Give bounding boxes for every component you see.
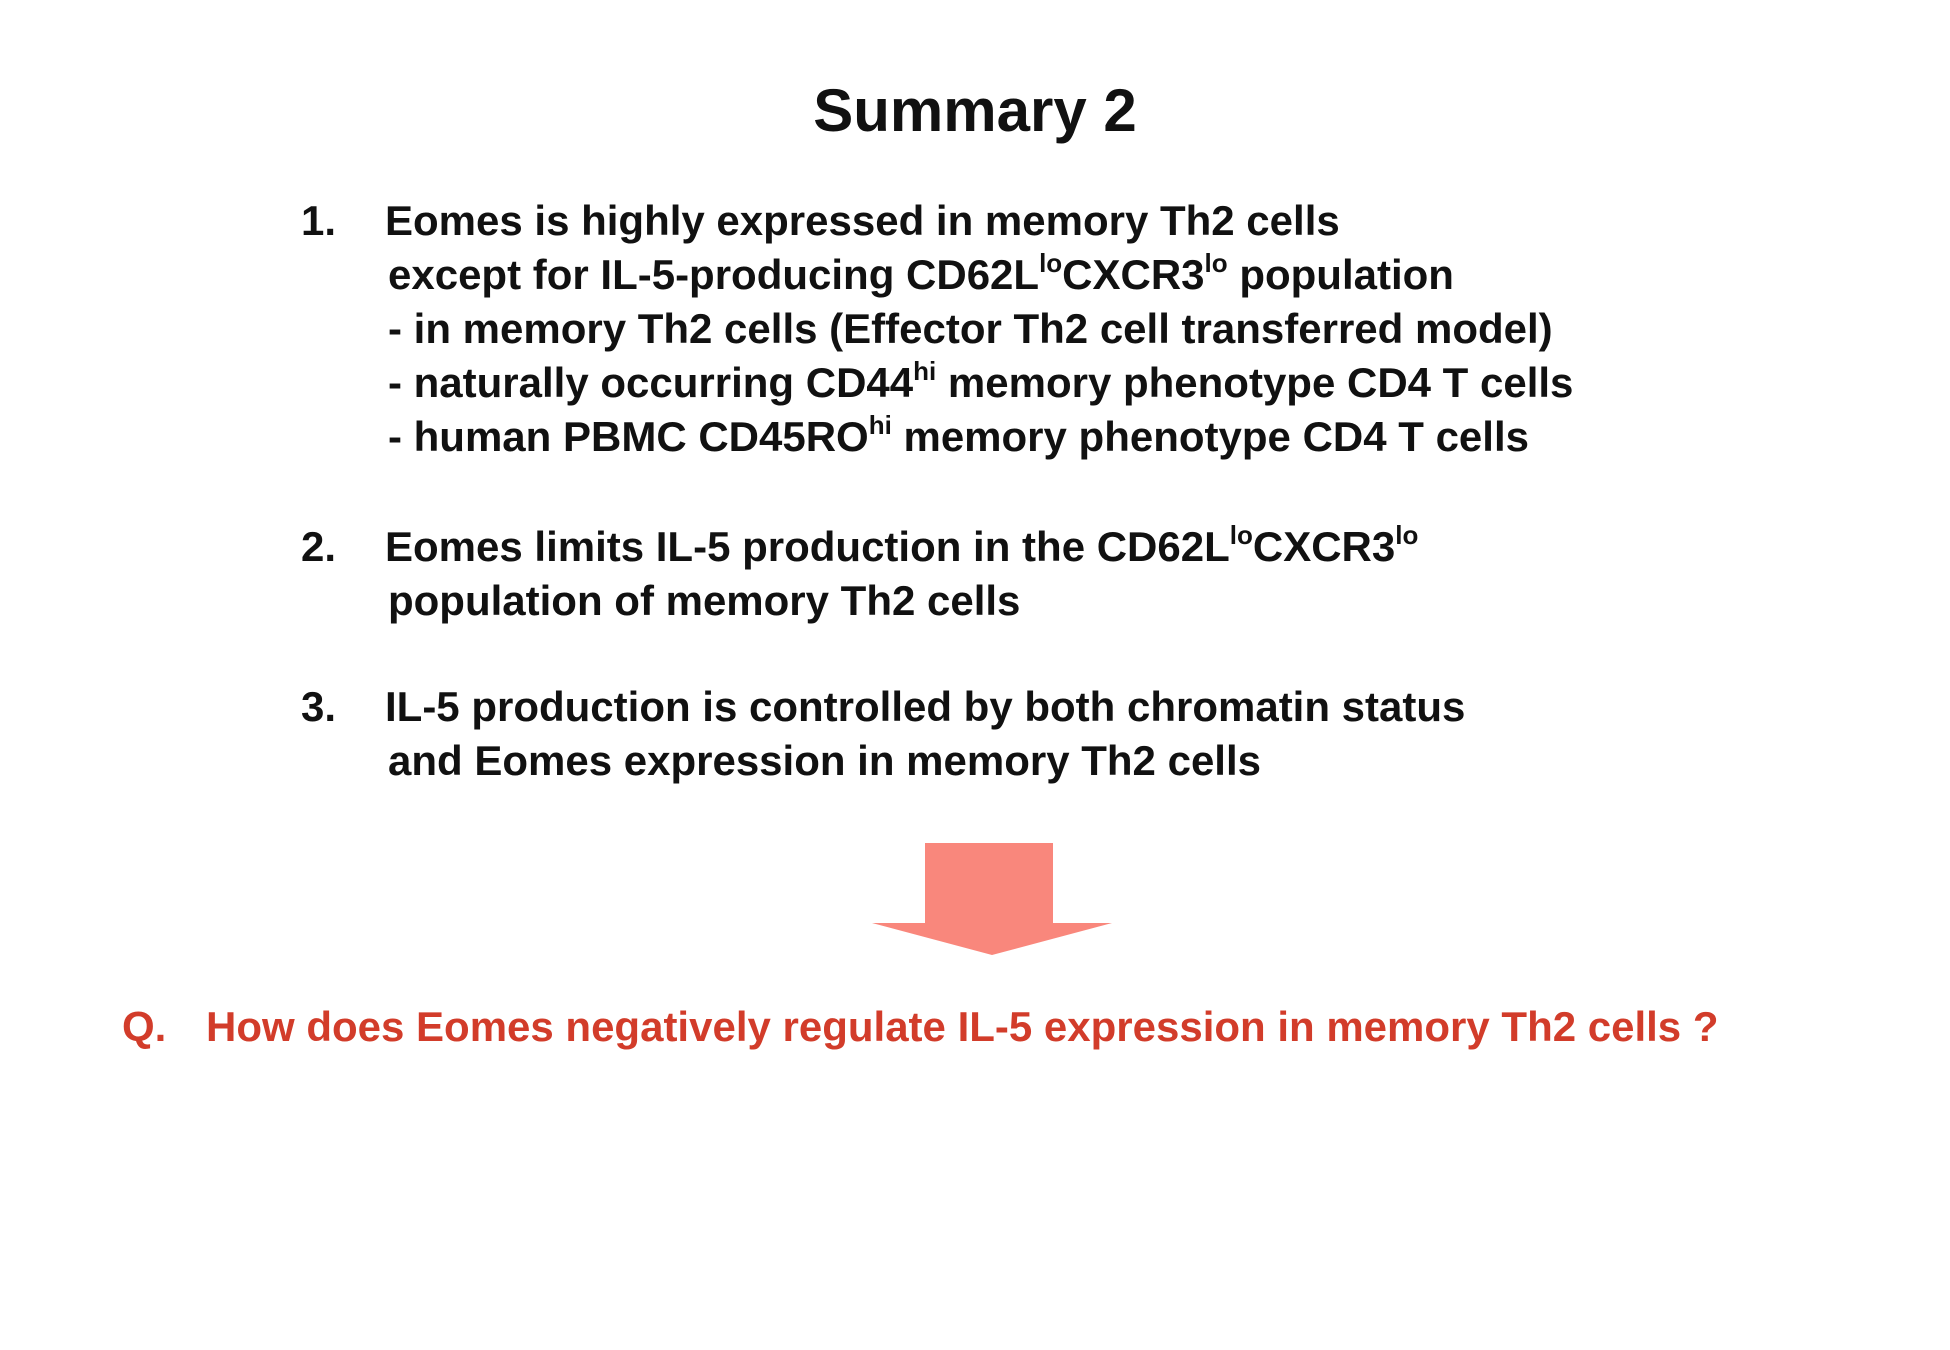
superscript: lo [1039,248,1063,278]
point-1-sub-bullet-1: - in memory Th2 cells (Effector Th2 cell… [301,302,1821,356]
point-1-number: 1. [301,197,337,244]
point-3-continuation: and Eomes expression in memory Th2 cells [388,737,1261,784]
text-segment: memory phenotype CD4 T cells [936,359,1574,406]
superscript: lo [1204,248,1228,278]
text-segment: except for IL-5-producing CD62L [388,251,1040,298]
point-2-number: 2. [301,523,337,570]
text-segment: CXCR3 [1062,251,1205,298]
point-1-line-2: except for IL-5-producing CD62LloCXCR3lo… [301,248,1821,302]
point-3-line-2: and Eomes expression in memory Th2 cells [301,734,1821,788]
point-2-line-1: 2. Eomes limits IL-5 production in the C… [301,520,1821,574]
summary-point-1: 1. Eomes is highly expressed in memory T… [301,194,1821,464]
point-2-line-2: population of memory Th2 cells [301,574,1821,628]
text-segment: - human PBMC CD45RO [388,413,869,460]
point-1-sub-bullet-3: - human PBMC CD45ROhi memory phenotype C… [301,410,1821,464]
sub-bullet-text: - human PBMC CD45ROhi memory phenotype C… [388,410,1529,464]
question-text: How does Eomes negatively regulate IL-5 … [206,1003,1719,1050]
sub-bullet-text: - in memory Th2 cells (Effector Th2 cell… [388,305,1553,352]
superscript: hi [913,356,937,386]
point-1-sub-bullet-2: - naturally occurring CD44hi memory phen… [301,356,1821,410]
point-1-heading: Eomes is highly expressed in memory Th2 … [385,197,1340,244]
text-segment: Eomes limits IL-5 production in the CD62… [385,523,1230,570]
point-2-heading: Eomes limits IL-5 production in the CD62… [385,520,1418,574]
summary-point-2: 2. Eomes limits IL-5 production in the C… [301,520,1821,628]
point-1-continuation: except for IL-5-producing CD62LloCXCR3lo… [388,248,1454,302]
point-3-heading: IL-5 production is controlled by both ch… [385,683,1466,730]
sub-bullet-text: - naturally occurring CD44hi memory phen… [388,356,1573,410]
point-1-line-1: 1. Eomes is highly expressed in memory T… [301,194,1821,248]
text-segment: - naturally occurring CD44 [388,359,914,406]
slide-title: Summary 2 [813,77,1137,144]
superscript: lo [1229,520,1253,550]
point-2-continuation: population of memory Th2 cells [388,577,1021,624]
superscript: lo [1395,520,1419,550]
down-arrow-icon [872,843,1112,955]
question-label: Q. [122,1003,167,1050]
down-arrow-shape [872,843,1112,955]
text-segment: memory phenotype CD4 T cells [891,413,1529,460]
text-segment: population [1227,251,1454,298]
summary-point-3: 3. IL-5 production is controlled by both… [301,680,1821,788]
text-segment: CXCR3 [1252,523,1396,570]
point-3-line-1: 3. IL-5 production is controlled by both… [301,680,1821,734]
point-3-number: 3. [301,683,337,730]
superscript: hi [868,410,892,440]
